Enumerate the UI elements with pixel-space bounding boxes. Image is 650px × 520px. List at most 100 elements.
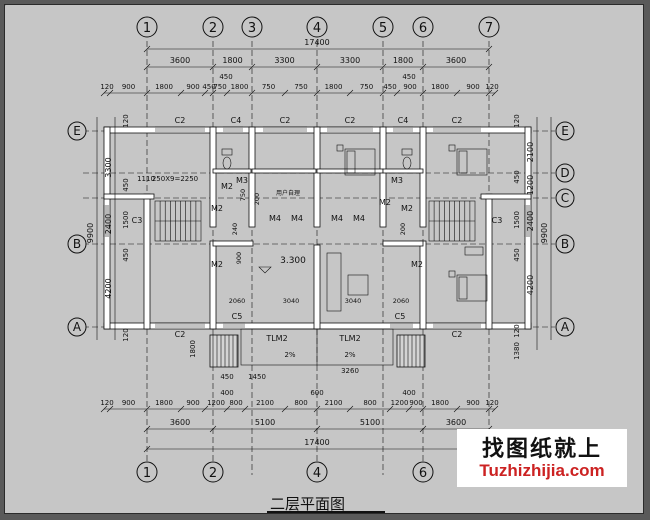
axis-bubble-bottom [202, 461, 224, 483]
axis-label-top: 5 [379, 21, 387, 36]
slope-label: 2% [344, 351, 355, 359]
dim-tick [201, 89, 209, 97]
nightstand [448, 270, 456, 278]
title-underline [267, 511, 385, 513]
dim-tick [419, 63, 427, 71]
dim-text-bottom2: 3600 [170, 418, 190, 427]
dim-tick [281, 89, 289, 97]
dim-text-right-inner: 450 [513, 248, 521, 261]
wall [212, 168, 252, 174]
window-label: C2 [452, 330, 463, 339]
dim-tick [223, 405, 231, 413]
axis-label-top: 3 [248, 21, 256, 36]
dim-tick [143, 63, 151, 71]
dim-tick [419, 425, 427, 433]
dim-text-top1: 1800 [222, 56, 242, 65]
dim-text-left-inner: 1500 [122, 211, 130, 229]
axis-label-bottom: 1 [143, 466, 151, 481]
dim-text-bottom1: 900 [186, 399, 199, 407]
axis-label-right: B [561, 237, 569, 251]
axis-bubble-top [412, 16, 434, 38]
dimension-lines [5, 5, 552, 453]
dim-text-right: 2400 [526, 211, 535, 231]
balcony-dim: 1450 [248, 373, 266, 381]
dim-tick [453, 89, 461, 97]
dim-tick [386, 405, 394, 413]
axis-bubble-right [555, 188, 575, 208]
dim-tick [393, 89, 401, 97]
wall [382, 168, 424, 174]
dim-text-top1: 3600 [170, 56, 190, 65]
axis-bubble-bottom [306, 461, 328, 483]
nightstand [448, 144, 456, 152]
wall [103, 193, 155, 200]
dim-text-top2: 1800 [431, 83, 449, 91]
dim-tick [106, 89, 114, 97]
dim-text-bottom-extra: 600 [310, 389, 323, 397]
dim-tick [346, 89, 354, 97]
drawing-title: 二层平面图 [270, 495, 346, 513]
dim-text-left-inner: 450 [122, 248, 130, 261]
door-label: TLM2 [338, 334, 360, 343]
dim-tick [419, 405, 427, 413]
inner-dim: 2060 [393, 297, 410, 305]
dim-tick [223, 89, 231, 97]
door-label: M2 [411, 260, 423, 269]
door-label: M2 [401, 204, 413, 213]
wall [316, 168, 384, 174]
dim-tick [453, 405, 461, 413]
dim-text-right: 4200 [526, 275, 535, 295]
dim-tick [106, 405, 114, 413]
dim-text-right-outer: 9900 [540, 223, 549, 243]
toilet [402, 156, 412, 170]
axis-label-left: B [73, 237, 81, 251]
wall [209, 126, 217, 228]
dim-text-top1: 3300 [274, 56, 294, 65]
dim-text-top2: 120 [485, 83, 498, 91]
dim-text-left-outer: 9900 [86, 223, 95, 243]
dim-text-top2: 1800 [325, 83, 343, 91]
table [347, 274, 369, 296]
watermark-chinese: 找图纸就上 [481, 437, 602, 462]
dim-tick [313, 63, 321, 71]
dim-text-bottom1: 2100 [256, 399, 274, 407]
dim-text-bottom1: 1200 [391, 399, 409, 407]
axis-label-top: 6 [419, 21, 427, 36]
dim-tick [485, 45, 493, 53]
balcony-dim: 3260 [341, 367, 359, 375]
dim-text-top2: 120 [100, 83, 113, 91]
dim-text-top2-extra: 450 [402, 73, 415, 81]
axis-bubble-right [555, 121, 575, 141]
door-label: M3 [236, 176, 248, 185]
bed [344, 148, 376, 176]
level-triangle [258, 266, 272, 274]
bed-pillow [458, 276, 468, 300]
dim-tick [241, 405, 249, 413]
axis-bubble-top [202, 16, 224, 38]
bed-pillow [346, 150, 356, 174]
door-label: M4 [269, 214, 281, 223]
dim-text-right: 2100 [526, 142, 535, 162]
dim-tick [209, 89, 217, 97]
dim-text-bottom1: 800 [294, 399, 307, 407]
dim-text-top2: 900 [403, 83, 416, 91]
dim-text-overall-top: 17400 [304, 38, 329, 47]
dim-tick [100, 89, 108, 97]
wall [313, 244, 321, 330]
dim-text-left-inner: 120 [122, 114, 130, 127]
watermark-box: 找图纸就上 Tuzhizhijia.com [457, 429, 627, 487]
dim-text-left: 4200 [104, 278, 113, 298]
dim-text-top2: 750 [294, 83, 307, 91]
dim-text-top1: 3300 [340, 56, 360, 65]
axis-bubble-top [478, 16, 500, 38]
door-label: TLM2 [265, 334, 287, 343]
door-label: M2 [379, 198, 391, 207]
axis-bubble-right [555, 163, 575, 183]
wall [485, 193, 493, 330]
dim-tick [485, 63, 493, 71]
dim-text-bottom1: 900 [466, 399, 479, 407]
dim-tick [491, 89, 499, 97]
dim-text-right-inner: 120 [513, 324, 521, 337]
dim-tick [313, 89, 321, 97]
wall [212, 240, 254, 247]
